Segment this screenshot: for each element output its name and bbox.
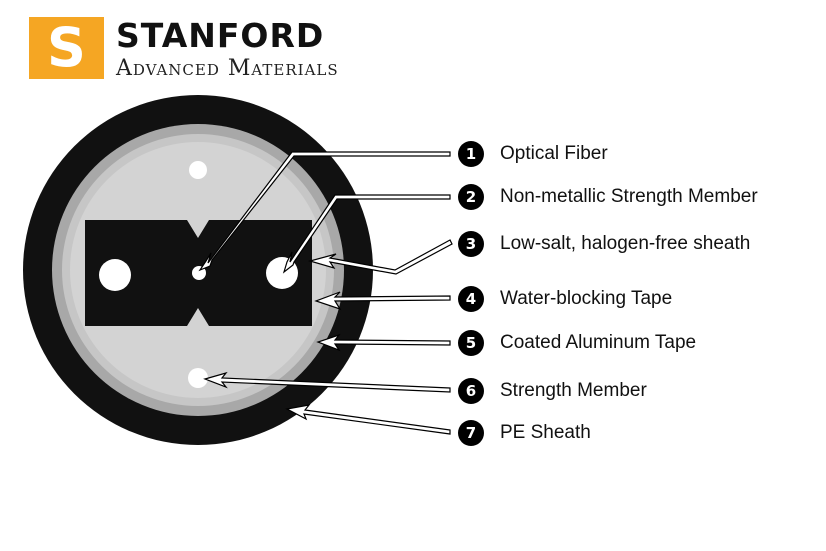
legend-item-5: 5 Coated Aluminum Tape bbox=[458, 328, 696, 358]
leader-4 bbox=[314, 291, 451, 311]
leader-lines bbox=[198, 151, 453, 435]
brand-logo: S bbox=[29, 17, 104, 79]
strength-member-bottom bbox=[188, 368, 208, 388]
legend-label-7: PE Sheath bbox=[500, 422, 591, 443]
leader-5 bbox=[316, 333, 451, 352]
leader-3 bbox=[307, 239, 453, 275]
non-metallic-strength-member-left bbox=[99, 259, 131, 291]
legend-number-3: 3 bbox=[458, 231, 484, 257]
leader-2 bbox=[282, 194, 451, 274]
legend-label-2: Non-metallic Strength Member bbox=[500, 186, 758, 207]
legend-item-7: 7 PE Sheath bbox=[458, 418, 591, 448]
legend-number-6: 6 bbox=[458, 378, 484, 404]
brand-name: STANFORD bbox=[116, 16, 325, 55]
legend-number-7: 7 bbox=[458, 420, 484, 446]
legend-item-4: 4 Water-blocking Tape bbox=[458, 284, 672, 314]
leader-1 bbox=[198, 151, 451, 272]
leader-6 bbox=[203, 371, 451, 393]
legend-number-2: 2 bbox=[458, 184, 484, 210]
leader-7 bbox=[285, 404, 451, 435]
legend-number-5: 5 bbox=[458, 330, 484, 356]
strength-member-top bbox=[189, 161, 207, 179]
legend-item-2: 2 Non-metallic Strength Member bbox=[458, 182, 758, 212]
legend-label-6: Strength Member bbox=[500, 380, 647, 401]
legend-item-3: 3 Low-salt, halogen-free sheath bbox=[458, 229, 750, 259]
legend-item-1: 1 Optical Fiber bbox=[458, 139, 608, 169]
legend-number-1: 1 bbox=[458, 141, 484, 167]
legend-label-4: Water-blocking Tape bbox=[500, 288, 673, 309]
legend-label-1: Optical Fiber bbox=[500, 143, 608, 164]
legend-label-5: Coated Aluminum Tape bbox=[500, 332, 697, 353]
legend-label-3: Low-salt, halogen-free sheath bbox=[500, 233, 751, 254]
brand-subtitle: Advanced Materials bbox=[116, 56, 339, 81]
legend-item-6: 6 Strength Member bbox=[458, 376, 647, 406]
legend-number-4: 4 bbox=[458, 286, 484, 312]
logo-letter: S bbox=[47, 16, 86, 79]
